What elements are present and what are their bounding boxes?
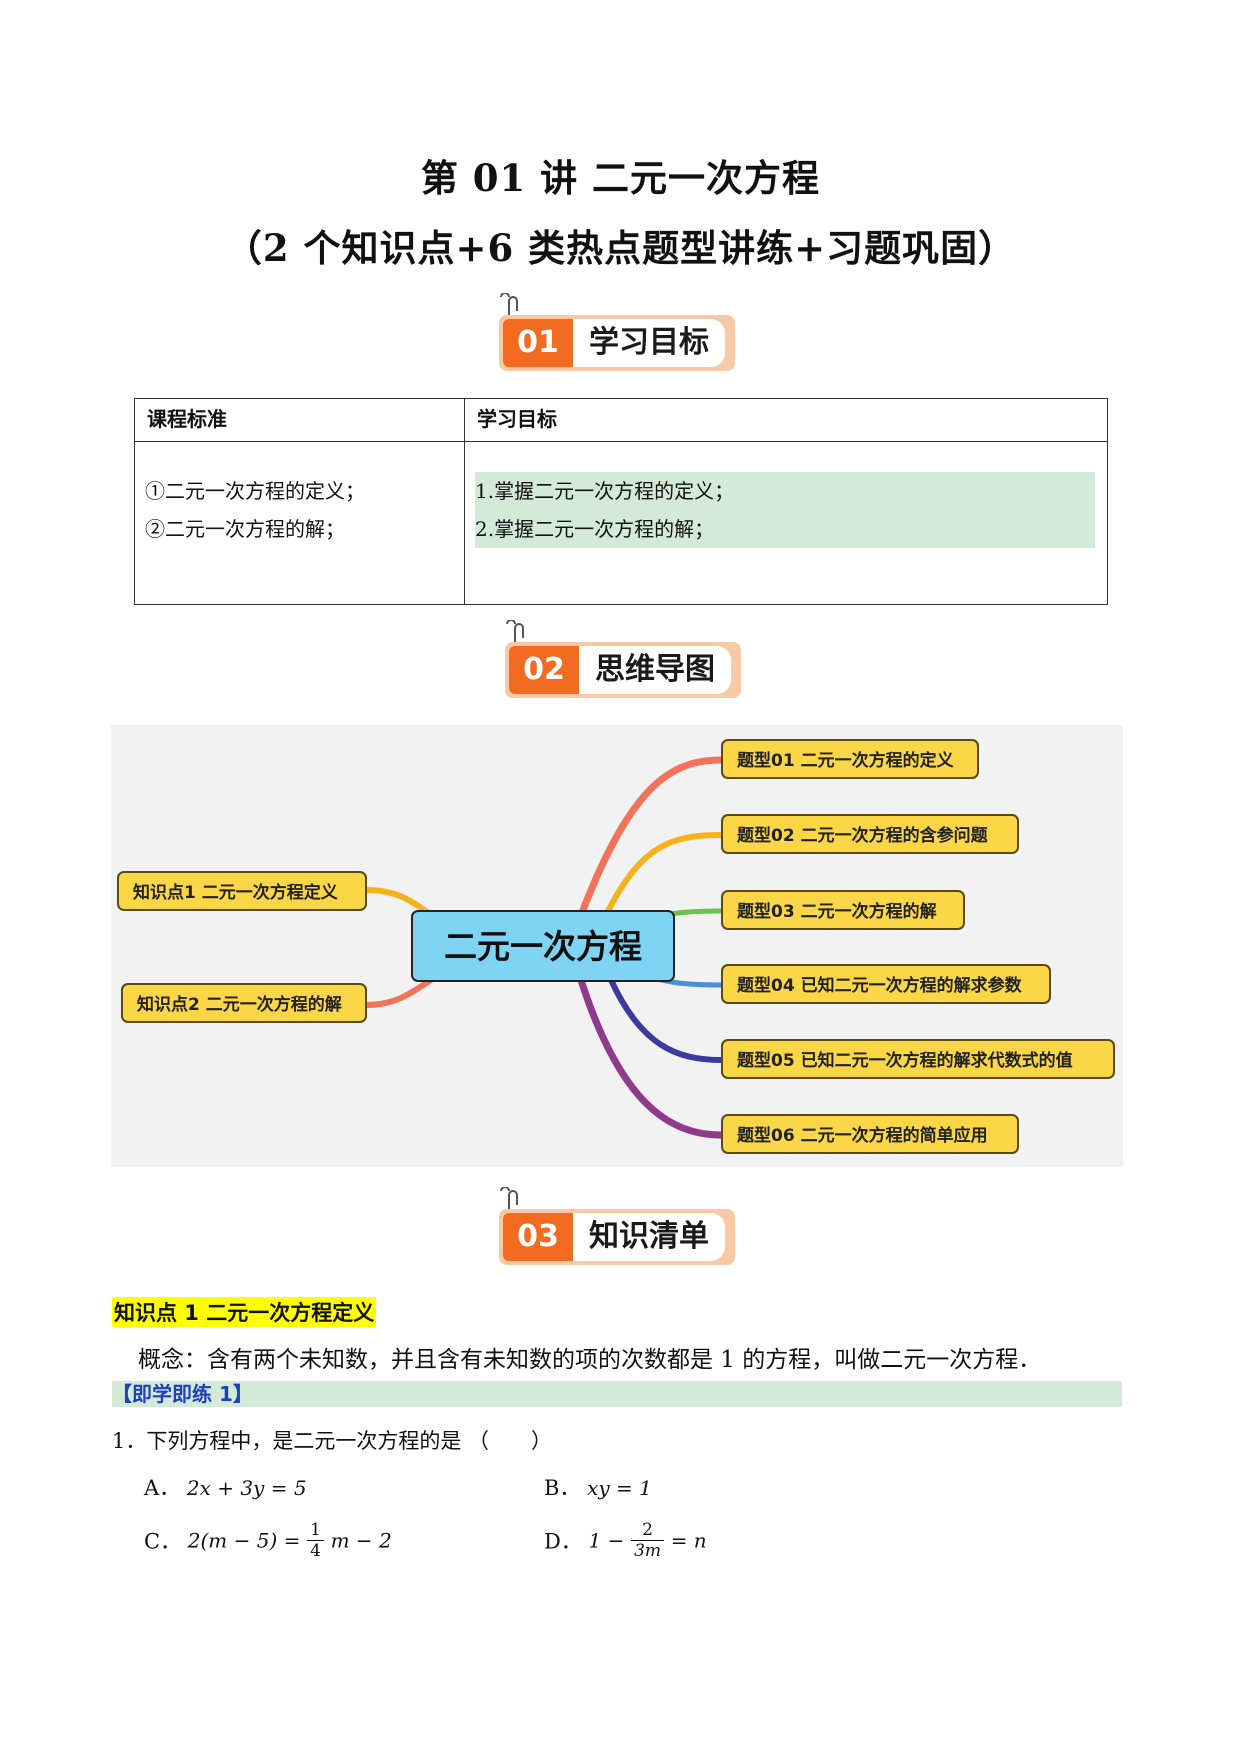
fraction-numerator: 2 [631, 1520, 664, 1541]
branch-line [608, 978, 722, 1063]
question-type-node: 题型02 二元一次方程的含参问题 [721, 814, 1019, 854]
option-label: B． [544, 1476, 581, 1500]
page-subtitle: （2 个知识点+6 类热点题型讲练+习题巩固） [224, 226, 1017, 270]
paperclip-icon [500, 293, 518, 321]
mind-map: 知识点1 二元一次方程定义 知识点2 二元一次方程的解 二元一次方程 题型01 … [111, 725, 1123, 1167]
practice-heading: 【即学即练 1】 [112, 1381, 1122, 1407]
branch-line [577, 756, 722, 917]
question-type-node: 题型05 已知二元一次方程的解求代数式的值 [721, 1039, 1115, 1079]
banner-label: 知识清单 [573, 1213, 725, 1261]
standards-cell: ①二元一次方程的定义； ②二元一次方程的解； [134, 441, 465, 605]
option-expression: xy = 1 [587, 1476, 652, 1500]
question-type-node: 题型04 已知二元一次方程的解求参数 [721, 964, 1051, 1004]
page-title: 第 01 讲 二元一次方程 [420, 156, 821, 200]
option-expression: 2(m − 5) = [187, 1528, 301, 1553]
objective-item: 1.掌握二元一次方程的定义； [475, 479, 735, 503]
question-type-node: 题型01 二元一次方程的定义 [721, 739, 979, 779]
paperclip-icon [506, 620, 524, 648]
objectives-cell: 1.掌握二元一次方程的定义； 2.掌握二元一次方程的解； [464, 441, 1108, 605]
objective-item: 2.掌握二元一次方程的解； [475, 517, 715, 541]
section-banner-goals: 01 学习目标 [497, 293, 737, 373]
option-label: D． [544, 1529, 582, 1554]
question-type-node: 题型06 二元一次方程的简单应用 [721, 1114, 1019, 1154]
banner-label: 思维导图 [579, 646, 731, 694]
branch-line [365, 977, 433, 1008]
banner-label: 学习目标 [573, 319, 725, 367]
concept-text: 概念：含有两个未知数，并且含有未知数的项的次数都是 1 的方程，叫做二元一次方程… [138, 1347, 1042, 1373]
option-expression-tail: = n [670, 1528, 707, 1553]
branch-line [577, 978, 722, 1139]
option-label: C． [144, 1529, 182, 1554]
question-type-node: 题型03 二元一次方程的解 [721, 890, 965, 930]
learning-goals-table: 课程标准 学习目标 ①二元一次方程的定义； ②二元一次方程的解； 1.掌握二元一… [134, 398, 1108, 605]
knowledge-node: 知识点1 二元一次方程定义 [117, 871, 367, 911]
objective-highlight: 1.掌握二元一次方程的定义； 2.掌握二元一次方程的解； [475, 472, 1095, 548]
section-banner-mindmap: 02 思维导图 [503, 620, 743, 700]
table-header: 学习目标 [464, 398, 1108, 442]
standard-item: ②二元一次方程的解； [145, 517, 345, 541]
option-label: A． [144, 1476, 181, 1500]
mind-map-center: 二元一次方程 [411, 910, 675, 982]
option-b[interactable]: B． xy = 1 [544, 1472, 652, 1502]
question-stem: 1．下列方程中，是二元一次方程的是 （ ） [112, 1429, 553, 1453]
standard-item: ①二元一次方程的定义； [145, 479, 365, 503]
section-banner-knowledge: 03 知识清单 [497, 1187, 737, 1267]
knowledge-point-heading: 知识点 1 二元一次方程定义 [112, 1297, 377, 1327]
table-header: 课程标准 [134, 398, 465, 442]
fraction-denominator: 3m [634, 1541, 661, 1561]
banner-number: 02 [509, 646, 579, 694]
branch-line [603, 832, 722, 917]
fraction-denominator: 4 [310, 1541, 321, 1561]
option-expression: 2x + 3y = 5 [186, 1476, 307, 1500]
option-expression: 1 − [588, 1528, 625, 1553]
paperclip-icon [500, 1187, 518, 1215]
option-expression-tail: m − 2 [330, 1528, 392, 1553]
knowledge-node: 知识点2 二元一次方程的解 [121, 983, 367, 1023]
banner-number: 03 [503, 1213, 573, 1261]
banner-number: 01 [503, 319, 573, 367]
fraction-numerator: 1 [307, 1520, 324, 1541]
option-a[interactable]: A． 2x + 3y = 5 [144, 1472, 307, 1502]
